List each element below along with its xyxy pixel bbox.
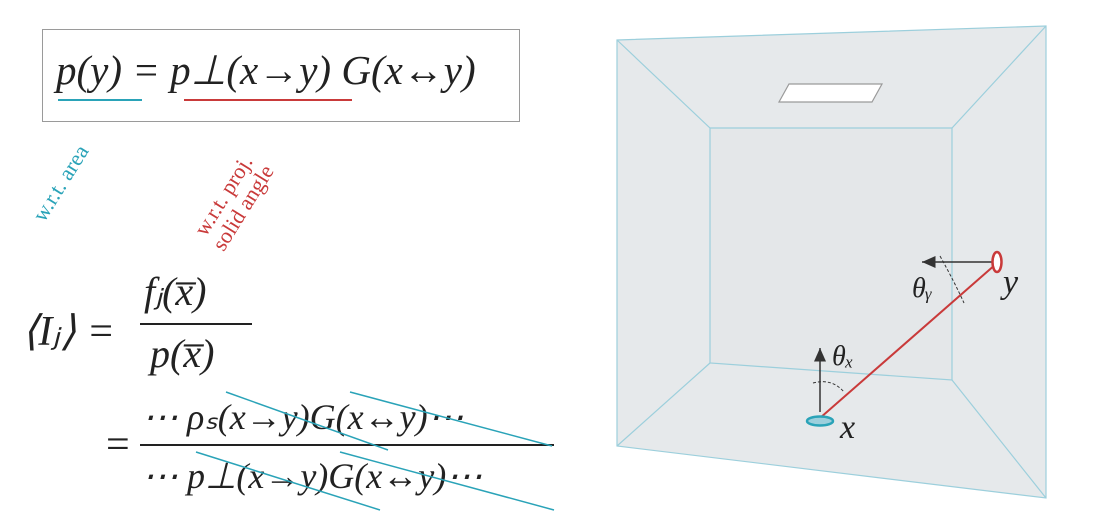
estimator-denominator: p(x̅) xyxy=(150,331,215,376)
label-x: x xyxy=(839,409,855,446)
estimator-numerator: fⱼ(x̅) xyxy=(144,269,207,314)
cancel-strike-num-rho xyxy=(225,391,389,451)
expanded-equals: = xyxy=(106,422,130,468)
path-segment-x-to-y xyxy=(819,263,997,419)
point-x-marker xyxy=(805,415,835,427)
label-theta-y: θᵧ xyxy=(912,273,933,304)
estimator-lhs: ⟨Iⱼ⟩ = xyxy=(22,309,115,355)
cancel-strike-num-g xyxy=(349,391,553,447)
room xyxy=(616,25,1047,499)
cancel-strike-den-p xyxy=(195,451,381,511)
label-y: y xyxy=(1000,264,1019,301)
room-edge-br xyxy=(951,379,1047,499)
proj-solid-angle-underline xyxy=(184,99,352,101)
formula-box xyxy=(42,29,520,122)
fraction-bar-2 xyxy=(140,444,554,446)
label-theta-x: θₓ xyxy=(832,341,854,372)
ceiling-light xyxy=(777,83,884,103)
area-underline xyxy=(58,99,142,101)
cancel-strikes xyxy=(195,391,555,511)
cancel-strike-den-g xyxy=(339,451,555,511)
room-back-wall xyxy=(709,127,953,381)
fraction-bar-1 xyxy=(140,323,252,325)
pdf-conversion-equation: p(y) = p⊥(x→y) G(x↔y) xyxy=(56,47,476,93)
room-edge-tl xyxy=(616,39,711,129)
expanded-numerator: ⋯ ρₛ(x→y)G(x↔y)⋯ xyxy=(142,397,464,437)
room-edge-tr xyxy=(951,25,1047,129)
theta-x-arc xyxy=(812,381,845,393)
point-y-marker xyxy=(991,250,1003,274)
room-edge-bl xyxy=(616,362,711,447)
